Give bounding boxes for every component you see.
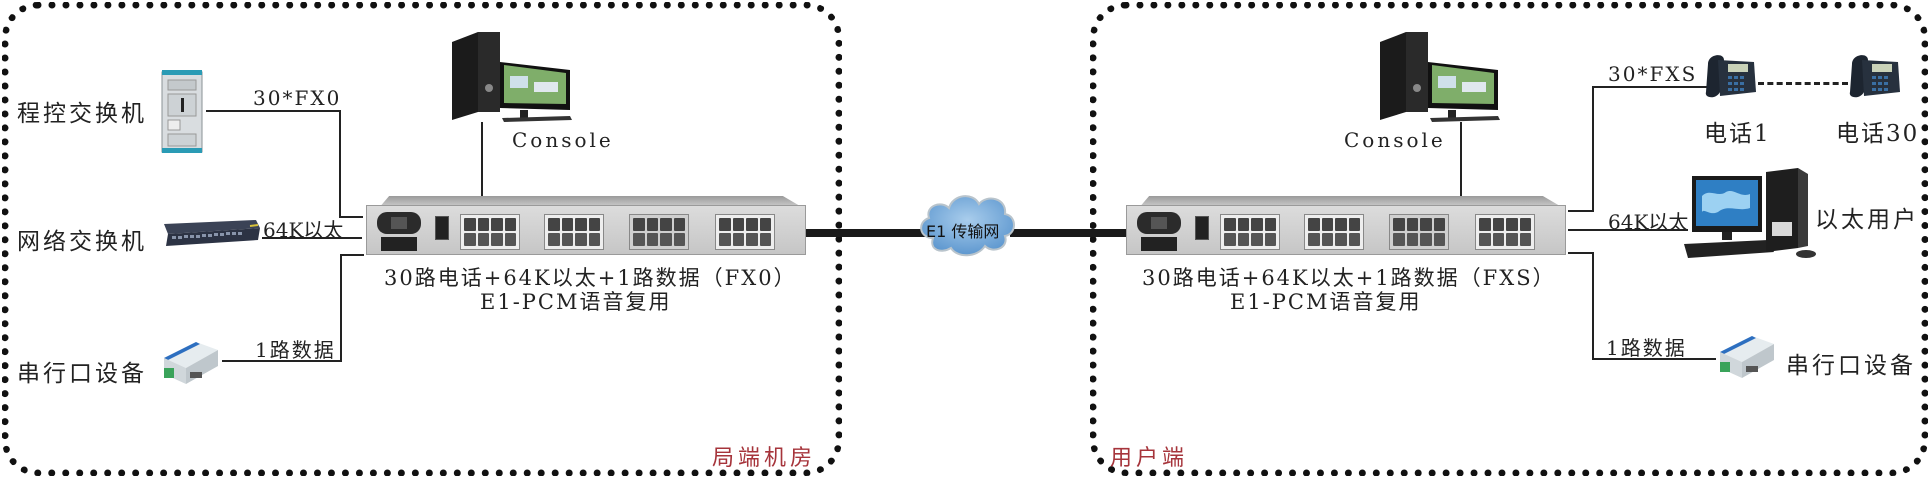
serial-link-line-left — [222, 360, 342, 362]
zone-label-user-side: 用户端 — [1110, 446, 1189, 471]
phone-link-label: 30*FXS — [1608, 62, 1698, 86]
port-group — [1475, 214, 1535, 250]
mux-caption-left-line2: E1-PCM语音复用 — [480, 290, 672, 314]
console-label-left: Console — [512, 128, 614, 152]
serial-device-icon — [160, 340, 220, 388]
network-label: E1 传输网 — [926, 222, 1000, 241]
serial-link-end-left — [340, 254, 364, 256]
terminal-block-icon — [1141, 237, 1177, 251]
serial-link-line-right — [1592, 358, 1716, 360]
telephone-icon — [1702, 52, 1758, 102]
port-group — [544, 214, 604, 250]
pbx-link-label: 30*FX0 — [253, 86, 342, 110]
console-link-line-left — [481, 122, 483, 200]
network-switch-link-label: 64K以太 — [263, 218, 344, 242]
desktop-computer-icon — [1378, 32, 1508, 122]
cloud-icon — [915, 188, 1019, 260]
serial-link-vertical-left — [340, 254, 342, 362]
e1-link-line-right — [1010, 229, 1130, 237]
phone-last-label: 电话30 — [1836, 121, 1920, 147]
serial-device-icon — [1716, 334, 1776, 382]
power-socket-icon — [377, 212, 421, 234]
port-group — [715, 214, 775, 250]
console-label-right: Console — [1344, 128, 1446, 152]
serial-device-label-left: 串行口设备 — [17, 361, 147, 387]
desktop-computer-icon — [450, 32, 580, 122]
zone-central-office — [2, 2, 842, 476]
serial-link-vertical-right — [1592, 252, 1594, 360]
ethernet-link-line — [1568, 229, 1688, 231]
port-group — [1220, 214, 1280, 250]
console-link-line-right — [1460, 122, 1462, 200]
phone-link-vertical — [1592, 86, 1594, 212]
terminal-block-icon — [381, 237, 417, 251]
network-switch-icon — [158, 218, 262, 248]
power-switch[interactable] — [1195, 216, 1209, 240]
serial-link-end-right — [1568, 252, 1594, 254]
pbx-link-vertical — [339, 110, 341, 218]
e1-link-line-left — [806, 229, 926, 237]
ethernet-user-label: 以太用户 — [1815, 207, 1919, 233]
phone-first-label: 电话1 — [1704, 121, 1771, 147]
network-switch-label: 网络交换机 — [17, 229, 147, 255]
serial-device-label-right: 串行口设备 — [1786, 353, 1916, 379]
port-group — [460, 214, 520, 250]
network-switch-link-line — [262, 237, 362, 239]
power-socket-icon — [1137, 212, 1181, 234]
telephone-icon — [1846, 52, 1902, 102]
port-group — [1304, 214, 1364, 250]
mux-caption-right-line1: 30路电话+64K以太+1路数据（FXS） — [1142, 266, 1556, 290]
serial-link-label-left: 1路数据 — [255, 338, 336, 362]
phone-link-end — [1568, 210, 1594, 212]
ethernet-link-label: 64K以太 — [1608, 210, 1689, 234]
serial-link-label-right: 1路数据 — [1606, 336, 1687, 360]
pcm-multiplexer-left — [366, 196, 806, 260]
mux-caption-left-line1: 30路电话+64K以太+1路数据（FX0） — [384, 266, 797, 290]
zone-label-central-office: 局端机房 — [712, 446, 817, 471]
pbx-cabinet-icon — [160, 68, 204, 154]
mux-caption-right-line2: E1-PCM语音复用 — [1230, 290, 1422, 314]
port-group — [629, 214, 689, 250]
phone-link-line — [1592, 86, 1712, 88]
phone-chain-dashed — [1758, 82, 1848, 85]
ethernet-user-computer-icon — [1678, 168, 1828, 260]
power-switch[interactable] — [435, 216, 449, 240]
port-group — [1389, 214, 1449, 250]
pbx-label: 程控交换机 — [17, 101, 147, 127]
pbx-link-line — [206, 110, 341, 112]
pbx-link-end — [339, 216, 363, 218]
pcm-multiplexer-right — [1126, 196, 1566, 260]
zone-user-side — [1090, 2, 1928, 476]
